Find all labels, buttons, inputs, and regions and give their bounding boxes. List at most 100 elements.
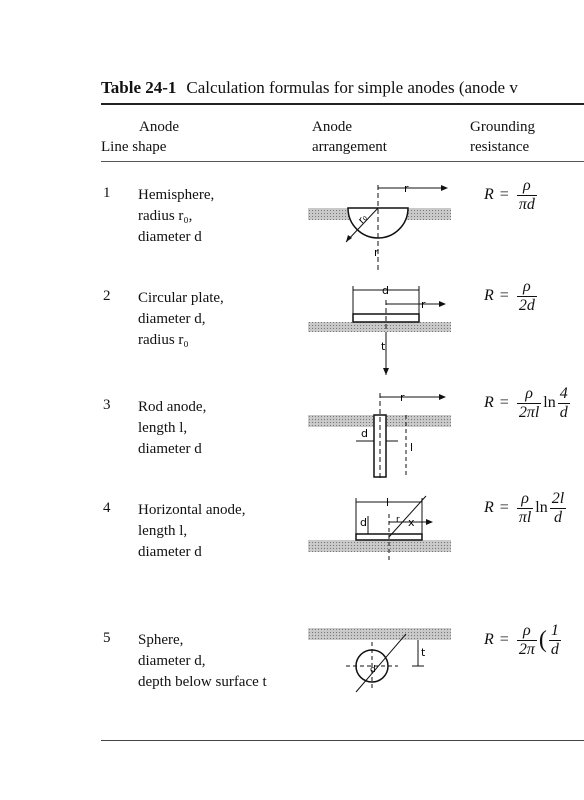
sphere-diagram: t d bbox=[308, 628, 451, 693]
hemisphere-diagram: r r₀ r bbox=[308, 182, 451, 270]
formula-ln: ln bbox=[535, 499, 548, 517]
formula-den: 2πl bbox=[518, 404, 540, 421]
formula-den: πl bbox=[518, 509, 532, 526]
shape-line: Rod anode, bbox=[138, 399, 207, 415]
formula-num: ρ bbox=[516, 490, 534, 509]
formula-lhs: R bbox=[484, 631, 494, 649]
formula-lhs: R bbox=[484, 499, 494, 517]
shape-line: diameter d bbox=[138, 544, 202, 560]
anode-shape-text: Hemisphere, radius r₀, diameter d bbox=[138, 185, 214, 248]
horizontal-anode-diagram: l d x r bbox=[308, 495, 451, 560]
formula-den: πd bbox=[518, 196, 535, 213]
shape-line: diameter d, bbox=[138, 311, 206, 327]
row-number: 2 bbox=[103, 288, 111, 304]
formula-eq: = bbox=[499, 186, 509, 204]
header-shape-line1: Anode bbox=[139, 119, 179, 135]
table-caption: Calculation formulas for simple anodes (… bbox=[186, 78, 518, 97]
top-rule bbox=[101, 103, 584, 105]
shape-line: length l, bbox=[138, 523, 188, 539]
diagram-label: t bbox=[381, 340, 386, 353]
diagram-label: t bbox=[421, 646, 426, 659]
formula-den-2: d bbox=[550, 641, 559, 658]
formula-num: ρ bbox=[516, 278, 537, 297]
formula-num-2: 2l bbox=[549, 490, 567, 509]
row-number: 5 bbox=[103, 630, 111, 646]
diagram-label: l bbox=[386, 496, 389, 509]
header-anode-shape: Anode bbox=[139, 117, 179, 137]
row-number: 1 bbox=[103, 185, 111, 201]
bottom-rule bbox=[101, 740, 584, 741]
diagram-label: d bbox=[361, 427, 368, 440]
formula-den: 2π bbox=[518, 641, 535, 658]
header-line-shape: Line shape bbox=[101, 137, 166, 157]
shape-line: diameter d bbox=[138, 229, 202, 245]
shape-line: Circular plate, bbox=[138, 290, 224, 306]
formula-ln: ln bbox=[543, 394, 556, 412]
rod-anode-diagram: r d l bbox=[308, 391, 451, 481]
header-resistance: Grounding resistance bbox=[470, 117, 535, 157]
formula-num: ρ bbox=[516, 622, 537, 641]
formula-lhs: R bbox=[484, 186, 494, 204]
diagram-label: r bbox=[421, 298, 426, 311]
formula-den: 2d bbox=[518, 297, 535, 314]
shape-line: length l, bbox=[138, 420, 188, 436]
formula-num: ρ bbox=[516, 177, 537, 196]
shape-line: radius r₀, bbox=[138, 208, 193, 224]
formula-eq: = bbox=[499, 631, 509, 649]
diagram-label: d bbox=[360, 516, 367, 529]
table-title: Table 24-1 Calculation formulas for simpl… bbox=[101, 78, 518, 98]
diagram-label: r bbox=[396, 515, 400, 525]
formula-den-2: d bbox=[559, 404, 568, 421]
shape-line: diameter d, bbox=[138, 653, 206, 669]
anode-shape-text: Horizontal anode, length l, diameter d bbox=[138, 500, 245, 563]
header-rule bbox=[101, 161, 584, 162]
formula-eq: = bbox=[499, 394, 509, 412]
formula-eq: = bbox=[499, 287, 509, 305]
header-resistance-line1: Grounding bbox=[470, 119, 535, 135]
diagram-label: r bbox=[374, 246, 379, 259]
formula-den-2: d bbox=[553, 509, 562, 526]
header-arrangement: Anode arrangement bbox=[312, 117, 387, 157]
diagram-label: d bbox=[382, 284, 389, 297]
formula-lhs: R bbox=[484, 287, 494, 305]
shape-line: radius r₀ bbox=[138, 332, 189, 348]
formula-num-2: 4 bbox=[557, 385, 570, 404]
shape-line: diameter d bbox=[138, 441, 202, 457]
table-label: Table 24-1 bbox=[101, 78, 177, 97]
formula-num-2: 1 bbox=[548, 622, 561, 641]
formula-lhs: R bbox=[484, 394, 494, 412]
circular-plate-diagram: d r t bbox=[308, 284, 451, 375]
diagram-label: r bbox=[400, 391, 405, 404]
header-resistance-line2: resistance bbox=[470, 139, 530, 155]
formula-num: ρ bbox=[516, 385, 542, 404]
header-arrangement-line1: Anode bbox=[312, 119, 352, 135]
diagram-label: d bbox=[370, 665, 376, 675]
shape-line: Sphere, bbox=[138, 632, 184, 648]
row-number: 3 bbox=[103, 397, 111, 413]
header-arrangement-line2: arrangement bbox=[312, 139, 387, 155]
formula-eq: = bbox=[499, 499, 509, 517]
diagram-label: l bbox=[410, 441, 413, 454]
row-number: 4 bbox=[103, 500, 111, 516]
anode-shape-text: Circular plate, diameter d, radius r₀ bbox=[138, 288, 224, 351]
anode-shape-text: Rod anode, length l, diameter d bbox=[138, 397, 206, 460]
shape-line: depth below surface t bbox=[138, 674, 267, 690]
shape-line: Horizontal anode, bbox=[138, 502, 246, 518]
diagram-label: r bbox=[404, 182, 409, 195]
shape-line: Hemisphere, bbox=[138, 187, 215, 203]
diagram-label: x bbox=[408, 516, 415, 529]
